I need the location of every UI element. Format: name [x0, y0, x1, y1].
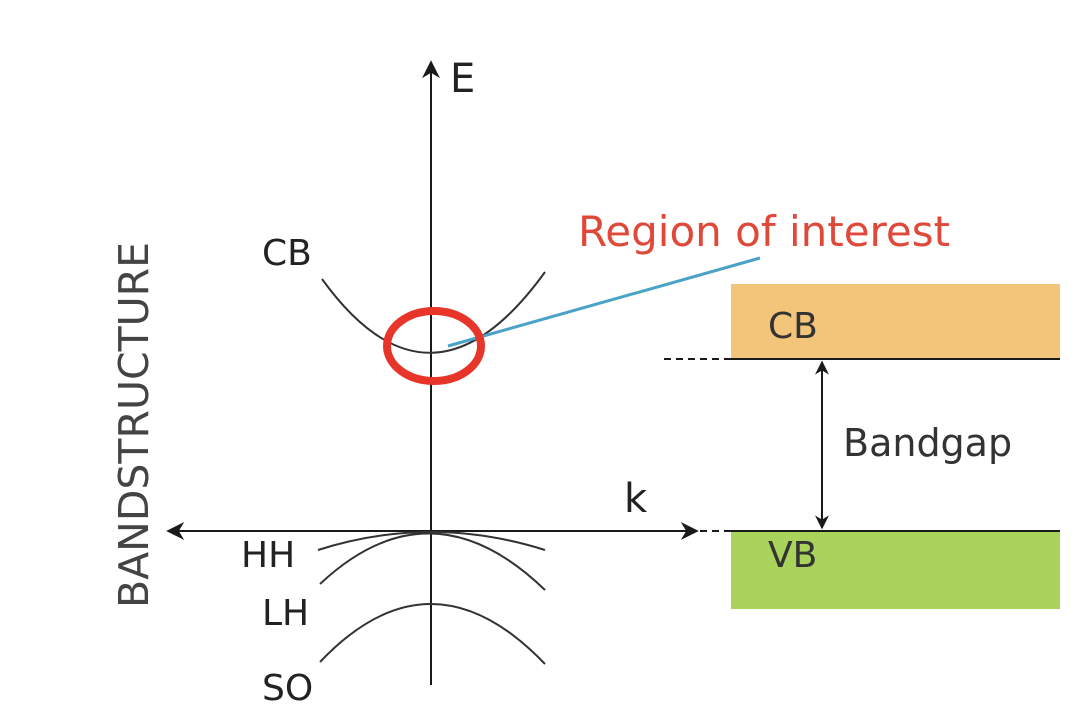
cb-box	[731, 284, 1060, 360]
light-hole-curve	[319, 532, 546, 591]
vb-box	[731, 531, 1060, 609]
vb-box-label: VB	[768, 535, 817, 576]
so-band-label: SO	[262, 668, 313, 709]
cb-band-label: CB	[262, 233, 312, 274]
callout-pointer-line	[447, 256, 761, 348]
energy-axis-label: E	[450, 56, 475, 102]
cb-box-label: CB	[768, 306, 818, 347]
region-of-interest-label: Region of interest	[578, 207, 950, 256]
bandstructure-label: BANDSTRUCTURE	[110, 242, 158, 608]
lh-band-label: LH	[262, 593, 309, 634]
bandgap-label: Bandgap	[843, 421, 1012, 465]
region-of-interest-circle	[383, 307, 485, 385]
heavy-hole-curve	[317, 531, 546, 551]
hh-band-label: HH	[241, 535, 295, 576]
conduction-band-curve	[321, 271, 546, 354]
k-axis-label: k	[624, 476, 648, 522]
split-off-curve	[319, 603, 546, 665]
